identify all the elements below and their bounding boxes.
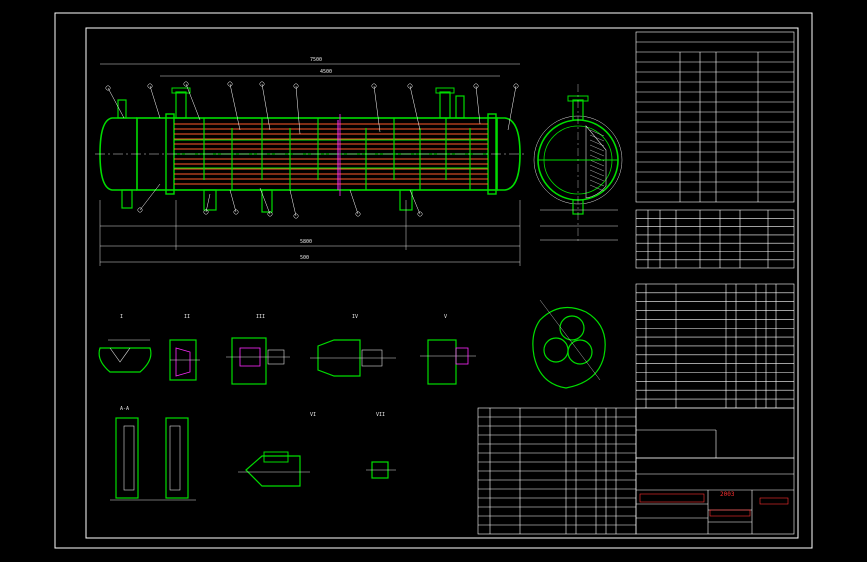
leader	[261, 83, 271, 131]
balloon	[267, 211, 273, 217]
section-label: A-A	[120, 406, 129, 412]
hatch-line	[589, 159, 605, 167]
balloon	[203, 209, 209, 215]
nozzle-shell-inlet	[175, 91, 187, 119]
leader	[409, 85, 421, 131]
hatch-line	[589, 129, 605, 137]
technical-requirements	[635, 407, 795, 459]
dim-tube-length: 4500	[320, 69, 332, 75]
leader-lines	[105, 81, 519, 219]
view-label: VI	[310, 412, 316, 418]
view-label: I	[120, 314, 123, 320]
detail-IV	[310, 339, 396, 377]
hatch-line	[589, 134, 605, 142]
view-label: VII	[376, 412, 385, 418]
section-A-A: A-A	[110, 406, 196, 501]
balloon	[355, 211, 361, 217]
leader	[289, 189, 297, 217]
right-head	[497, 117, 521, 191]
hatch-line	[589, 164, 605, 172]
view-label: II	[184, 314, 190, 320]
balloon	[473, 83, 479, 89]
parts-list-right	[635, 283, 795, 409]
view-label: V	[444, 314, 447, 320]
balloon	[137, 207, 143, 213]
leader	[507, 85, 517, 131]
dim-bottom-1: 5800	[300, 239, 312, 245]
paper-border	[54, 12, 813, 549]
view-label: IV	[352, 314, 358, 320]
parts-list-bottom	[477, 407, 637, 535]
leader	[205, 193, 211, 213]
leader	[295, 85, 301, 135]
balloon	[513, 83, 519, 89]
leader	[259, 187, 271, 215]
hatch-line	[589, 184, 605, 192]
detail-III	[226, 337, 290, 385]
leader	[107, 87, 125, 119]
detail-II	[169, 339, 200, 381]
leader	[139, 183, 161, 211]
balloon	[417, 211, 423, 217]
balloon	[259, 81, 265, 87]
vessel-side-view: 7500 4500 5800 500	[95, 57, 525, 266]
hatch-line	[589, 174, 605, 182]
balloon	[233, 209, 239, 215]
dim-overall: 7500	[310, 57, 322, 63]
balloon	[105, 85, 111, 91]
balloon	[293, 213, 299, 219]
nozzle-shell-outlet	[439, 91, 451, 119]
saddle-left	[203, 189, 217, 211]
vessel-end-view	[533, 84, 623, 244]
leader	[349, 189, 359, 215]
leader	[229, 189, 237, 213]
detail-VI	[238, 451, 310, 487]
balloon	[183, 81, 189, 87]
inner-frame	[85, 27, 799, 539]
balloon	[371, 83, 377, 89]
balloon	[227, 81, 233, 87]
detail-VII	[366, 461, 396, 479]
nozzle-table	[635, 209, 795, 269]
hatch-line	[589, 139, 605, 147]
baffle-plates	[203, 118, 471, 190]
hatch-line	[589, 144, 605, 152]
leader	[475, 85, 481, 125]
dim-bottom-2: 500	[300, 255, 309, 261]
leader	[185, 83, 201, 121]
view-label: III	[256, 314, 265, 320]
leader	[373, 85, 381, 133]
drawing-number: 2003	[720, 491, 735, 498]
detail-I	[98, 339, 152, 373]
hatch-line	[589, 169, 605, 177]
detail-V	[420, 339, 476, 385]
balloon	[293, 83, 299, 89]
tube-layout-hatch	[589, 129, 605, 192]
hatch-line	[589, 149, 605, 157]
detail-tubesheet-layout	[532, 299, 606, 389]
hatch-line	[589, 179, 605, 187]
title-block	[635, 457, 795, 535]
tech-spec-table	[635, 31, 795, 203]
balloon	[147, 83, 153, 89]
leader	[229, 83, 241, 131]
leader	[149, 85, 161, 119]
balloon	[407, 83, 413, 89]
tube-bundle	[174, 123, 488, 185]
leader	[409, 189, 421, 215]
